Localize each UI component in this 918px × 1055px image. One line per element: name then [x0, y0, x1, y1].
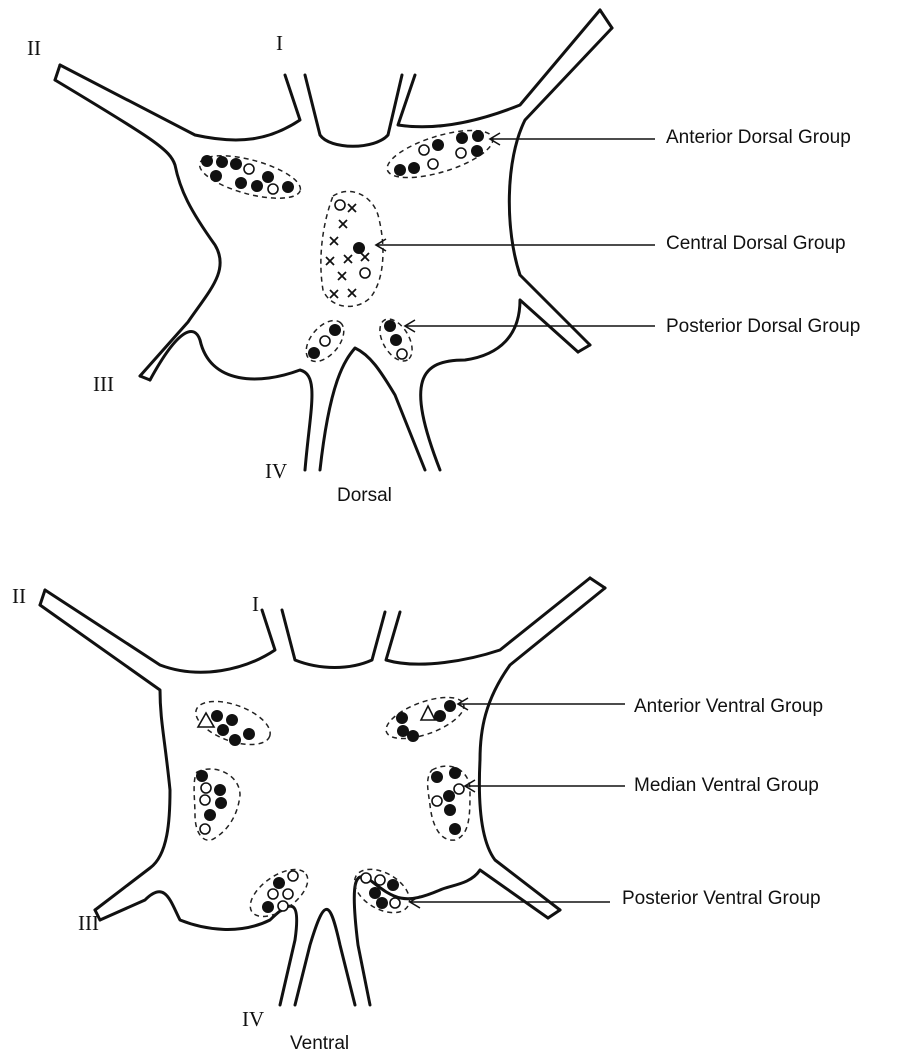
- dorsal-root-label-iv: IV: [265, 459, 287, 483]
- ventral-root-label-iii: III: [78, 911, 99, 935]
- dorsal-caption: Dorsal: [337, 485, 392, 506]
- ventral-anterior-left-group: [190, 693, 276, 754]
- ventral-root-edges: [40, 578, 605, 920]
- posterior-dorsal-group-label: Posterior Dorsal Group: [666, 316, 860, 337]
- dorsal-anterior-left-group: [195, 147, 304, 207]
- ventral-ganglion-outline: [40, 578, 605, 1005]
- ventral-root-label-i: I: [252, 592, 259, 616]
- dorsal-root-label-i: I: [276, 31, 283, 55]
- dorsal-anterior-right-group: [382, 121, 498, 188]
- ventral-caption: Ventral: [290, 1033, 349, 1054]
- dorsal-view: II I III IV Dorsal Anterior Dorsal Group…: [27, 10, 860, 506]
- anterior-ventral-group-label: Anterior Ventral Group: [634, 696, 823, 717]
- ventral-median-left-group: [194, 769, 240, 840]
- posterior-ventral-group-label: Posterior Ventral Group: [622, 888, 821, 909]
- ventral-root-label-iv: IV: [242, 1007, 264, 1031]
- ventral-posterior-left-group: [242, 860, 316, 926]
- dorsal-central-group: [321, 191, 383, 306]
- dorsal-arrows: [376, 133, 655, 332]
- ventral-root-label-ii: II: [12, 584, 26, 608]
- ventral-posterior-right-group: [347, 860, 417, 921]
- dorsal-root-label-iii: III: [93, 372, 114, 396]
- anterior-dorsal-group-label: Anterior Dorsal Group: [666, 127, 851, 148]
- ventral-view: II I III IV Ventral Anterior Ventral Gro…: [12, 578, 823, 1054]
- median-ventral-group-label: Median Ventral Group: [634, 775, 819, 796]
- ventral-anterior-right-group: [381, 689, 469, 747]
- dorsal-posterior-left-group: [299, 314, 351, 369]
- central-dorsal-group-label: Central Dorsal Group: [666, 233, 846, 254]
- ventral-median-right-group: [428, 766, 470, 840]
- dorsal-root-label-ii: II: [27, 36, 41, 60]
